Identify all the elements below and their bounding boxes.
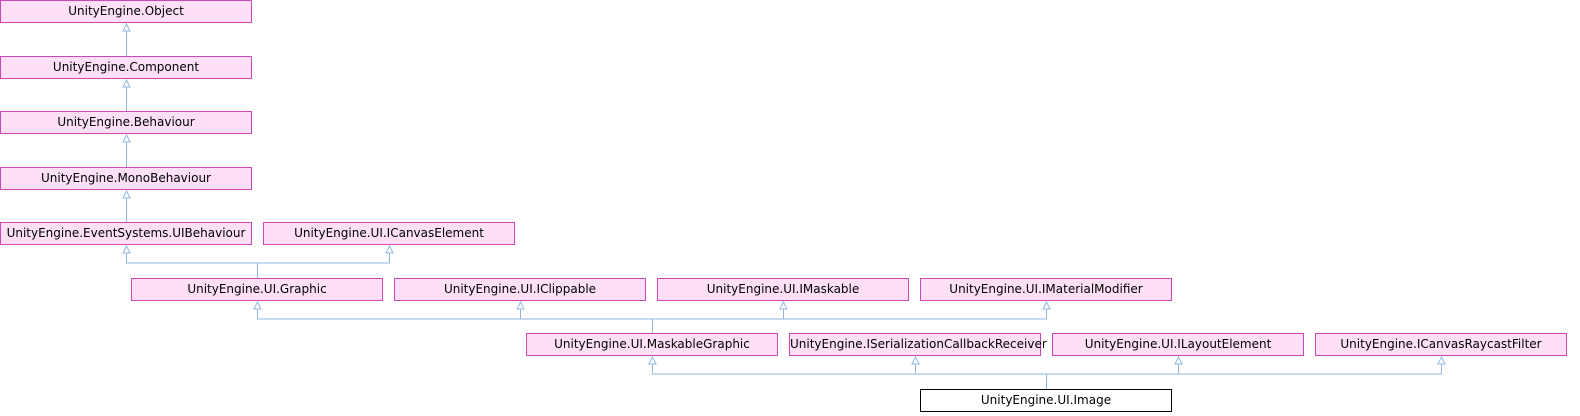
node-uibehaviour[interactable]: UnityEngine.EventSystems.UIBehaviour — [0, 222, 252, 245]
node-unityengine-component[interactable]: UnityEngine.Component — [0, 56, 252, 79]
node-icanvaselement[interactable]: UnityEngine.UI.ICanvasElement — [263, 222, 515, 245]
arrowhead-maskablegraphic — [648, 355, 657, 365]
arrowhead-monobehaviour — [122, 189, 131, 199]
edge-maskablegraphic-to-graphic — [257, 302, 653, 333]
edge-image-to-maskablegraphic — [652, 357, 1047, 389]
edge-maskablegraphic-to-iclippable — [520, 302, 653, 333]
edge-graphic-to-icanvaselement — [257, 246, 390, 278]
node-maskablegraphic[interactable]: UnityEngine.UI.MaskableGraphic — [526, 333, 778, 356]
arrowhead-object — [122, 22, 131, 32]
arrowhead-graphic — [253, 300, 262, 310]
node-ilayoutelement[interactable]: UnityEngine.UI.ILayoutElement — [1052, 333, 1304, 356]
arrowhead-icanvasraycastfilter — [1437, 355, 1446, 365]
edge-maskablegraphic-to-imaterialmodifier — [652, 302, 1047, 333]
node-graphic[interactable]: UnityEngine.UI.Graphic — [131, 278, 383, 301]
arrowhead-iclippable — [516, 300, 525, 310]
arrowhead-imaterialmodifier — [1042, 300, 1051, 310]
edge-image-to-iserialization — [915, 357, 1047, 389]
node-imaterialmodifier[interactable]: UnityEngine.UI.IMaterialModifier — [920, 278, 1172, 301]
edge-graphic-to-uibehaviour — [126, 246, 258, 278]
arrowhead-icanvaselement — [385, 244, 394, 254]
node-icanvasraycastfilter[interactable]: UnityEngine.ICanvasRaycastFilter — [1315, 333, 1567, 356]
edge-maskablegraphic-to-imaskable — [652, 302, 784, 333]
edge-image-to-icanvasraycastfilter — [1046, 357, 1442, 389]
arrowhead-iserialization — [911, 355, 920, 365]
node-image-current: UnityEngine.UI.Image — [920, 389, 1172, 412]
node-imaskable[interactable]: UnityEngine.UI.IMaskable — [657, 278, 909, 301]
node-unityengine-behaviour[interactable]: UnityEngine.Behaviour — [0, 111, 252, 134]
arrowhead-imaskable — [779, 300, 788, 310]
arrowhead-ilayoutelement — [1174, 355, 1183, 365]
node-iserializationcallbackreceiver[interactable]: UnityEngine.ISerializationCallbackReceiv… — [789, 333, 1047, 356]
arrowhead-behaviour — [122, 133, 131, 143]
edge-image-to-ilayoutelement — [1046, 357, 1179, 389]
node-unityengine-monobehaviour[interactable]: UnityEngine.MonoBehaviour — [0, 167, 252, 190]
node-iclippable[interactable]: UnityEngine.UI.IClippable — [394, 278, 646, 301]
arrowhead-component — [122, 78, 131, 88]
node-unityengine-object[interactable]: UnityEngine.Object — [0, 0, 252, 23]
arrowhead-uibehaviour — [122, 244, 131, 254]
